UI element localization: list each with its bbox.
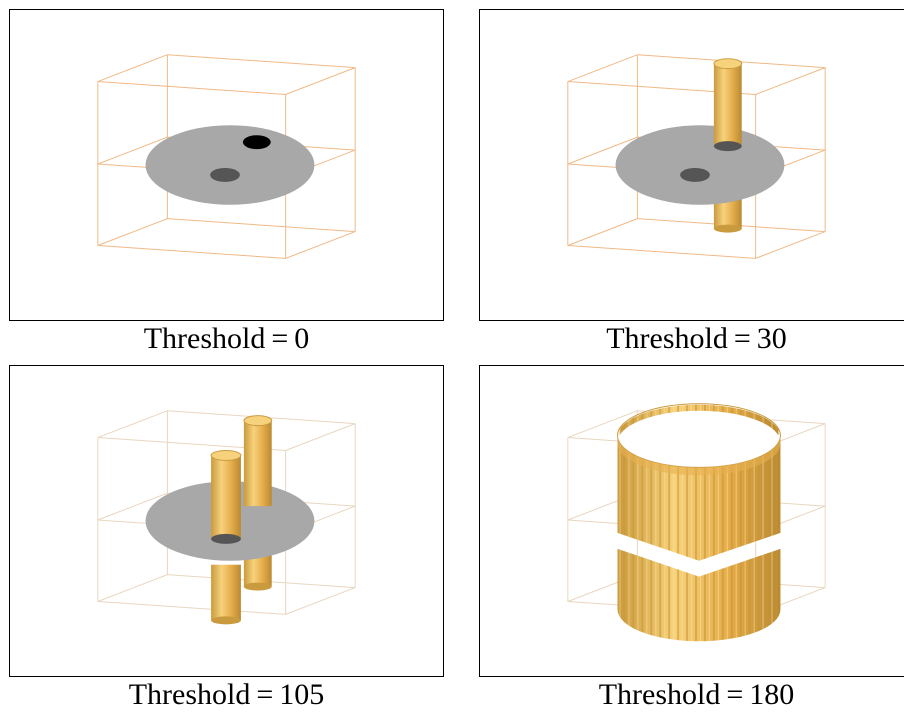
caption-threshold-30: Threshold = 30: [606, 322, 787, 355]
caption-threshold-180: Threshold = 180: [598, 678, 795, 711]
hole-dark: [242, 135, 271, 150]
panel-threshold-30: [479, 9, 904, 321]
volume-render-0: [97, 54, 356, 259]
hole: [210, 167, 240, 182]
cylinder-large-lower: [617, 548, 781, 642]
caption-threshold-0: Threshold = 0: [143, 322, 310, 355]
cylinder-back-upper: [243, 415, 273, 507]
cylinder-upper: [713, 58, 743, 152]
cylinder-front-lower: [211, 564, 241, 625]
panel-threshold-105: [9, 365, 444, 677]
panel-threshold-180: [479, 365, 904, 677]
volume-render-105: [97, 410, 356, 625]
volume-render-180: [567, 403, 826, 642]
caption-threshold-105: Threshold = 105: [128, 678, 325, 711]
volume-render-30: [567, 54, 826, 259]
disk: [145, 125, 315, 205]
cylinder-front-upper: [210, 449, 242, 544]
hole: [680, 167, 710, 182]
disk: [615, 125, 785, 205]
cylinder-large-upper: [617, 403, 781, 561]
panel-threshold-0: [9, 9, 444, 321]
